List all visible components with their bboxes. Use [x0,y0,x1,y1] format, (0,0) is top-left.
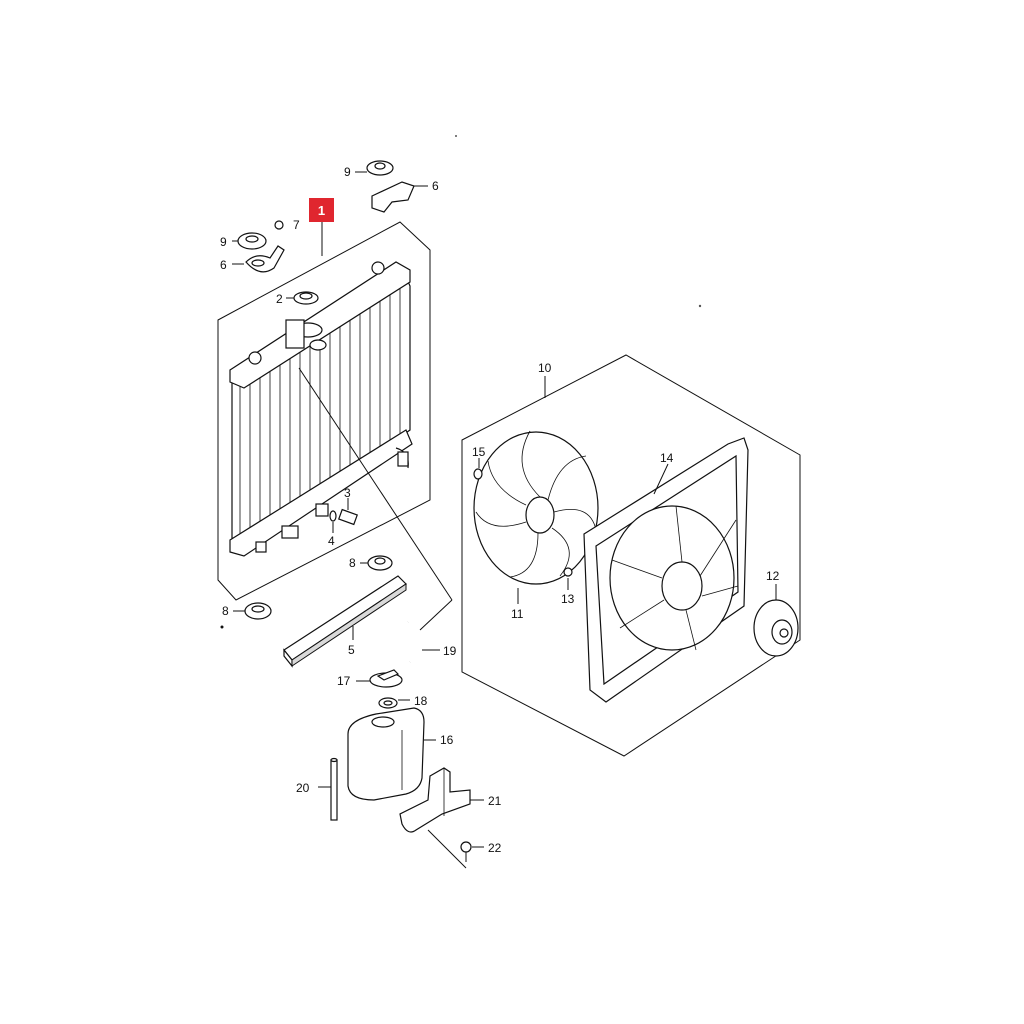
lower-cushion-left[interactable] [244,602,272,620]
callout-15[interactable]: 15 [472,445,486,459]
drain-plug[interactable] [338,498,358,526]
callout-11[interactable]: 11 [511,607,524,621]
callout-4[interactable]: 4 [328,534,335,548]
callout-12[interactable]: 12 [766,569,780,583]
reservoir-cap[interactable] [369,669,403,688]
callout-13[interactable]: 13 [561,592,575,606]
callout-1[interactable]: 1 [318,203,325,218]
lower-cushion-right[interactable] [367,555,393,571]
fan-motor[interactable] [753,599,799,657]
seal-bar[interactable] [283,575,407,668]
callout-9-left[interactable]: 9 [220,235,227,249]
callout-17[interactable]: 17 [337,674,351,688]
radiator-group-outline [217,221,431,601]
reservoir-pipe[interactable] [330,757,338,821]
callout-5[interactable]: 5 [348,643,355,657]
reservoir-hose[interactable] [401,620,418,664]
callout-6-right[interactable]: 6 [432,179,439,193]
screw-13[interactable] [563,567,573,577]
reservoir-bracket[interactable] [399,767,471,833]
callout-14[interactable]: 14 [660,451,674,465]
callout-3[interactable]: 3 [344,486,351,500]
radiator-core[interactable] [229,261,413,557]
callout-16[interactable]: 16 [440,733,454,747]
upper-cushion-right[interactable] [366,160,394,176]
callout-22[interactable]: 22 [488,841,502,855]
callout-9-right[interactable]: 9 [344,165,351,179]
coolant-reservoir[interactable] [347,707,425,801]
callout-10[interactable]: 10 [538,361,552,375]
highlight-callout-box [309,198,334,222]
callout-2[interactable]: 2 [276,292,283,306]
upper-bracket-left[interactable] [245,245,285,273]
callout-19[interactable]: 19 [443,644,457,658]
bolt-7[interactable] [274,220,284,230]
callout-21[interactable]: 21 [488,794,502,808]
callout-18[interactable]: 18 [414,694,428,708]
reservoir-seal[interactable] [378,697,398,709]
clip-15[interactable] [473,468,483,480]
bolt-22[interactable] [460,841,472,862]
callout-8-right[interactable]: 8 [349,556,356,570]
callout-6-left[interactable]: 6 [220,258,227,272]
callout-7[interactable]: 7 [293,218,300,232]
fan-group-outline [461,354,801,757]
cooling-fan[interactable] [473,430,599,585]
callout-8-left[interactable]: 8 [222,604,229,618]
upper-cushion-left[interactable] [237,232,267,250]
drain-plug-o-ring[interactable] [329,510,337,533]
upper-bracket-right[interactable] [371,181,415,213]
callout-20[interactable]: 20 [296,781,310,795]
radiator-cap[interactable] [293,291,319,305]
fan-shroud[interactable] [583,437,749,703]
